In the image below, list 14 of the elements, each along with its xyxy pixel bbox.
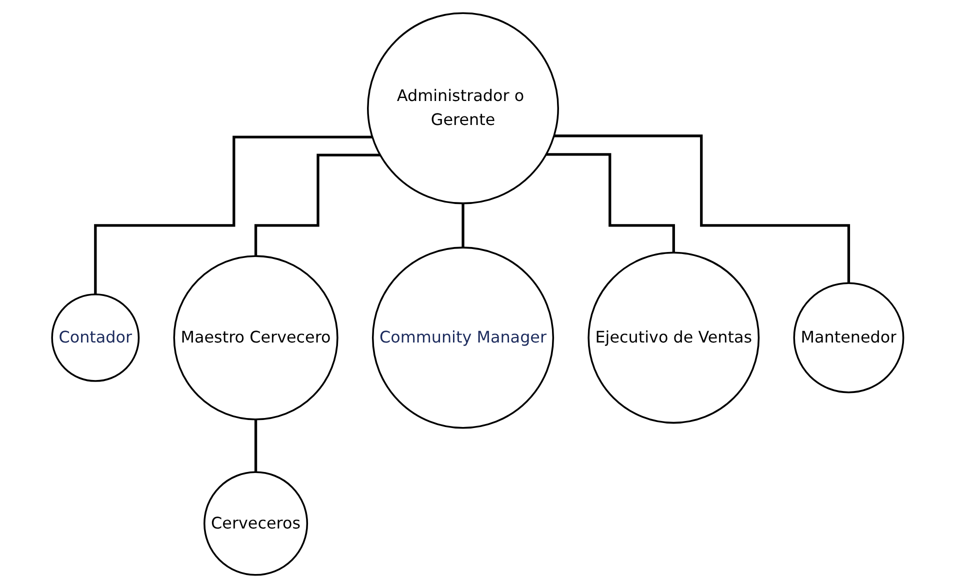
connector — [94, 136, 373, 296]
node-circle — [174, 255, 339, 420]
node-circle — [372, 246, 554, 429]
connector — [462, 202, 465, 249]
org-chart: Administrador o Gerente Contador Maestro Cervecero Community Manager Ejecutivo de Ventas Mantenedor Cerveceros — [45, 6, 911, 582]
node-circle — [588, 252, 760, 424]
node-circle — [794, 282, 904, 394]
node-circle — [204, 471, 308, 576]
connector — [254, 418, 258, 474]
connector — [254, 154, 381, 258]
node-circle — [367, 12, 560, 204]
node-circle — [52, 294, 140, 382]
connector — [546, 153, 676, 254]
connector — [554, 134, 850, 284]
